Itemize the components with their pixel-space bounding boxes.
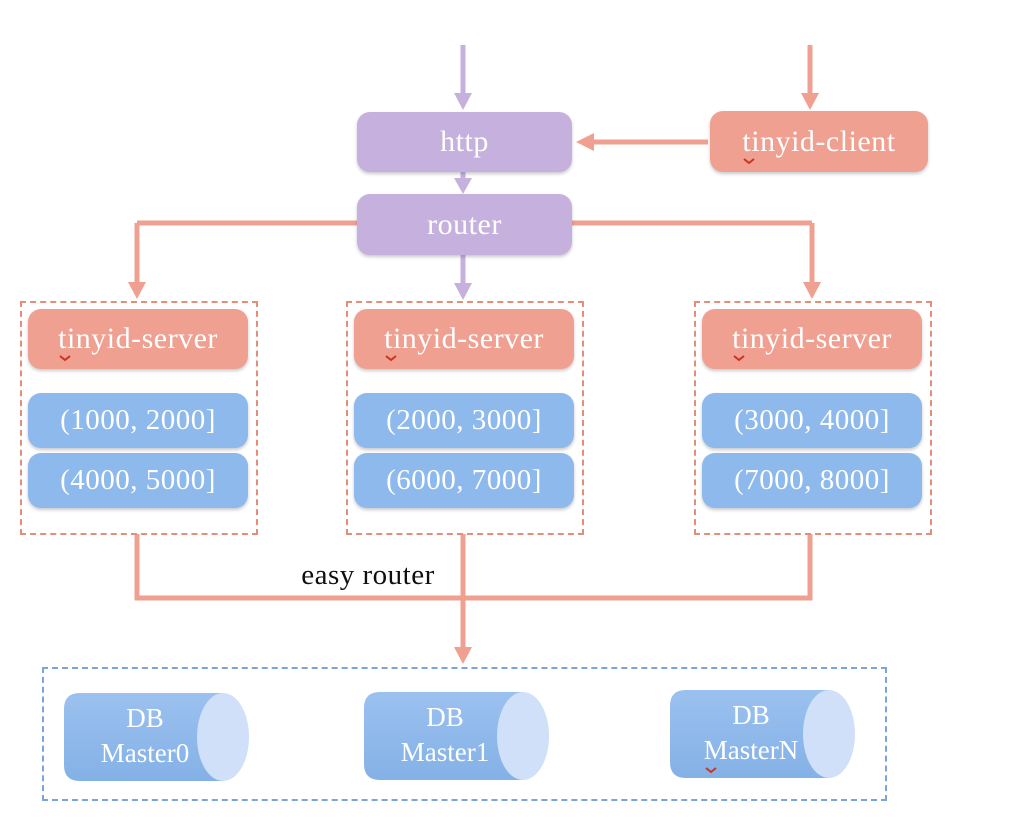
arrowhead-to-server2 bbox=[454, 283, 472, 300]
db-masterN-cylinder: DB MasterN bbox=[670, 690, 856, 778]
spellcheck-squiggle-icon bbox=[705, 767, 717, 774]
db-master-group: DB Master0 DB Master1 DB bbox=[42, 667, 887, 801]
tinyid-server-node-3: tinyid-server bbox=[702, 309, 922, 369]
spellcheck-squiggle-icon bbox=[59, 355, 71, 362]
http-node: http bbox=[357, 112, 572, 172]
id-range-node: (2000, 3000] bbox=[354, 393, 574, 448]
router-node: router bbox=[357, 194, 572, 255]
cylinder-icon bbox=[670, 690, 855, 778]
id-range-label: (4000, 5000] bbox=[60, 464, 216, 496]
id-range-label: (3000, 4000] bbox=[734, 404, 890, 436]
spellcheck-squiggle-icon bbox=[385, 355, 397, 362]
id-range-label: (6000, 7000] bbox=[386, 464, 542, 496]
server-group-3: tinyid-server (3000, 4000] (7000, 8000] bbox=[694, 301, 932, 535]
cylinder-icon bbox=[364, 692, 549, 780]
db-line2: Master0 bbox=[100, 738, 190, 768]
tinyid-server-label: tinyid-server bbox=[732, 322, 892, 355]
tinyid-server-node-1: tinyid-server bbox=[28, 309, 248, 369]
id-range-node: (3000, 4000] bbox=[702, 393, 922, 448]
id-range-label: (7000, 8000] bbox=[734, 464, 890, 496]
tinyid-client-node: tinyid-client bbox=[710, 111, 928, 172]
tinyid-server-label: tinyid-server bbox=[58, 322, 218, 355]
server-group-1: tinyid-server (1000, 2000] (4000, 5000] bbox=[20, 301, 258, 535]
id-range-node: (7000, 8000] bbox=[702, 453, 922, 508]
id-range-label: (1000, 2000] bbox=[60, 404, 216, 436]
db-line2: MasterN bbox=[670, 733, 832, 774]
db-line1: DB bbox=[126, 703, 164, 733]
db-line1: DB bbox=[426, 702, 464, 732]
spellcheck-squiggle-icon bbox=[743, 157, 756, 164]
db-line1: DB bbox=[732, 700, 770, 730]
id-range-label: (2000, 3000] bbox=[386, 404, 542, 436]
easy-router-bus-line bbox=[134, 534, 813, 601]
tinyid-server-label: tinyid-server bbox=[384, 322, 544, 355]
db-line2: Master1 bbox=[400, 737, 490, 767]
arrowhead-into-http bbox=[454, 93, 472, 110]
spellcheck-squiggle-icon bbox=[733, 355, 745, 362]
id-range-node: (6000, 7000] bbox=[354, 453, 574, 508]
router-label: router bbox=[427, 207, 502, 241]
arrowhead-to-server3 bbox=[803, 282, 821, 299]
tinyid-server-node-2: tinyid-server bbox=[354, 309, 574, 369]
arrowhead-into-client bbox=[801, 93, 819, 110]
cylinder-icon bbox=[64, 693, 249, 781]
db-master0-cylinder: DB Master0 bbox=[64, 693, 250, 781]
arrowhead-client-to-http bbox=[576, 133, 594, 151]
server-group-2: tinyid-server (2000, 3000] (6000, 7000] bbox=[346, 301, 584, 535]
easy-router-label: easy router bbox=[301, 559, 435, 591]
arrowhead-to-db bbox=[454, 647, 472, 664]
http-label: http bbox=[440, 125, 489, 158]
db-masterN-label: MasterN bbox=[703, 735, 799, 765]
tinyid-client-label: tinyid-client bbox=[742, 124, 896, 158]
db-master1-cylinder: DB Master1 bbox=[364, 692, 550, 780]
id-range-node: (4000, 5000] bbox=[28, 453, 248, 508]
arrowhead-http-to-router bbox=[454, 178, 472, 194]
arrowhead-to-server1 bbox=[128, 282, 146, 299]
id-range-node: (1000, 2000] bbox=[28, 393, 248, 448]
